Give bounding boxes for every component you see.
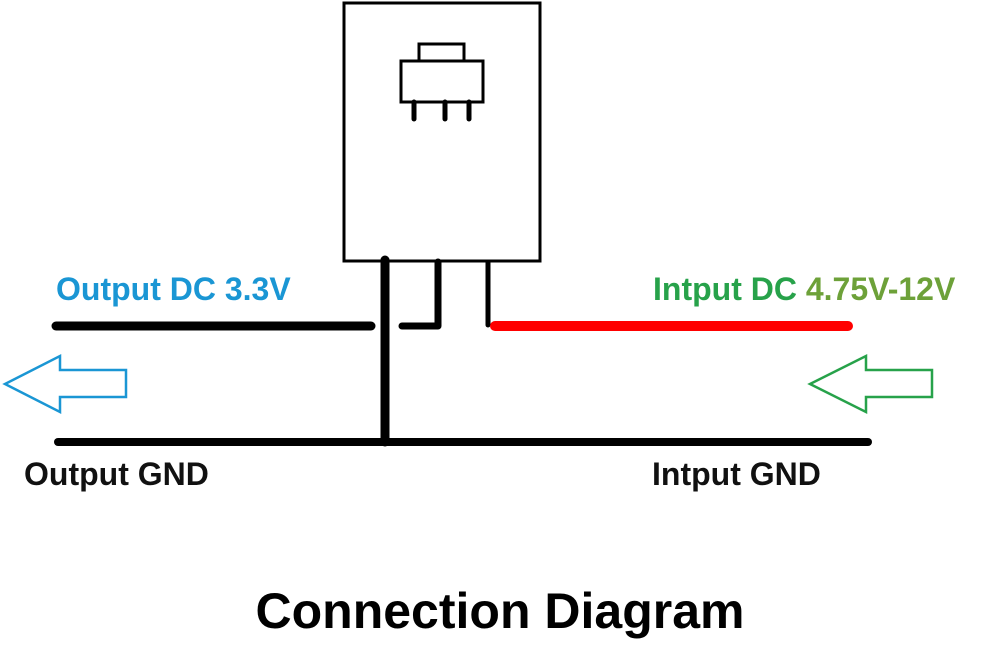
diagram-title: Connection Diagram — [255, 583, 745, 639]
output-pin-wire — [398, 258, 442, 330]
output-dc-label: Output DC 3.3V — [56, 271, 291, 307]
regulator-module-box — [342, 1, 542, 263]
sot-223-regulator-icon — [399, 42, 485, 122]
input-dc-label: Intput DC 4.75V-12V — [653, 273, 955, 305]
arrow-left-outline-icon — [2, 353, 128, 415]
output-gnd-label: Output GND — [24, 456, 209, 492]
arrow-left-outline-icon — [807, 353, 934, 415]
input-dc-range: 4.75V-12V — [805, 271, 956, 307]
input-dc-prefix: Intput DC — [653, 271, 797, 307]
input-gnd-label: Intput GND — [652, 456, 821, 492]
